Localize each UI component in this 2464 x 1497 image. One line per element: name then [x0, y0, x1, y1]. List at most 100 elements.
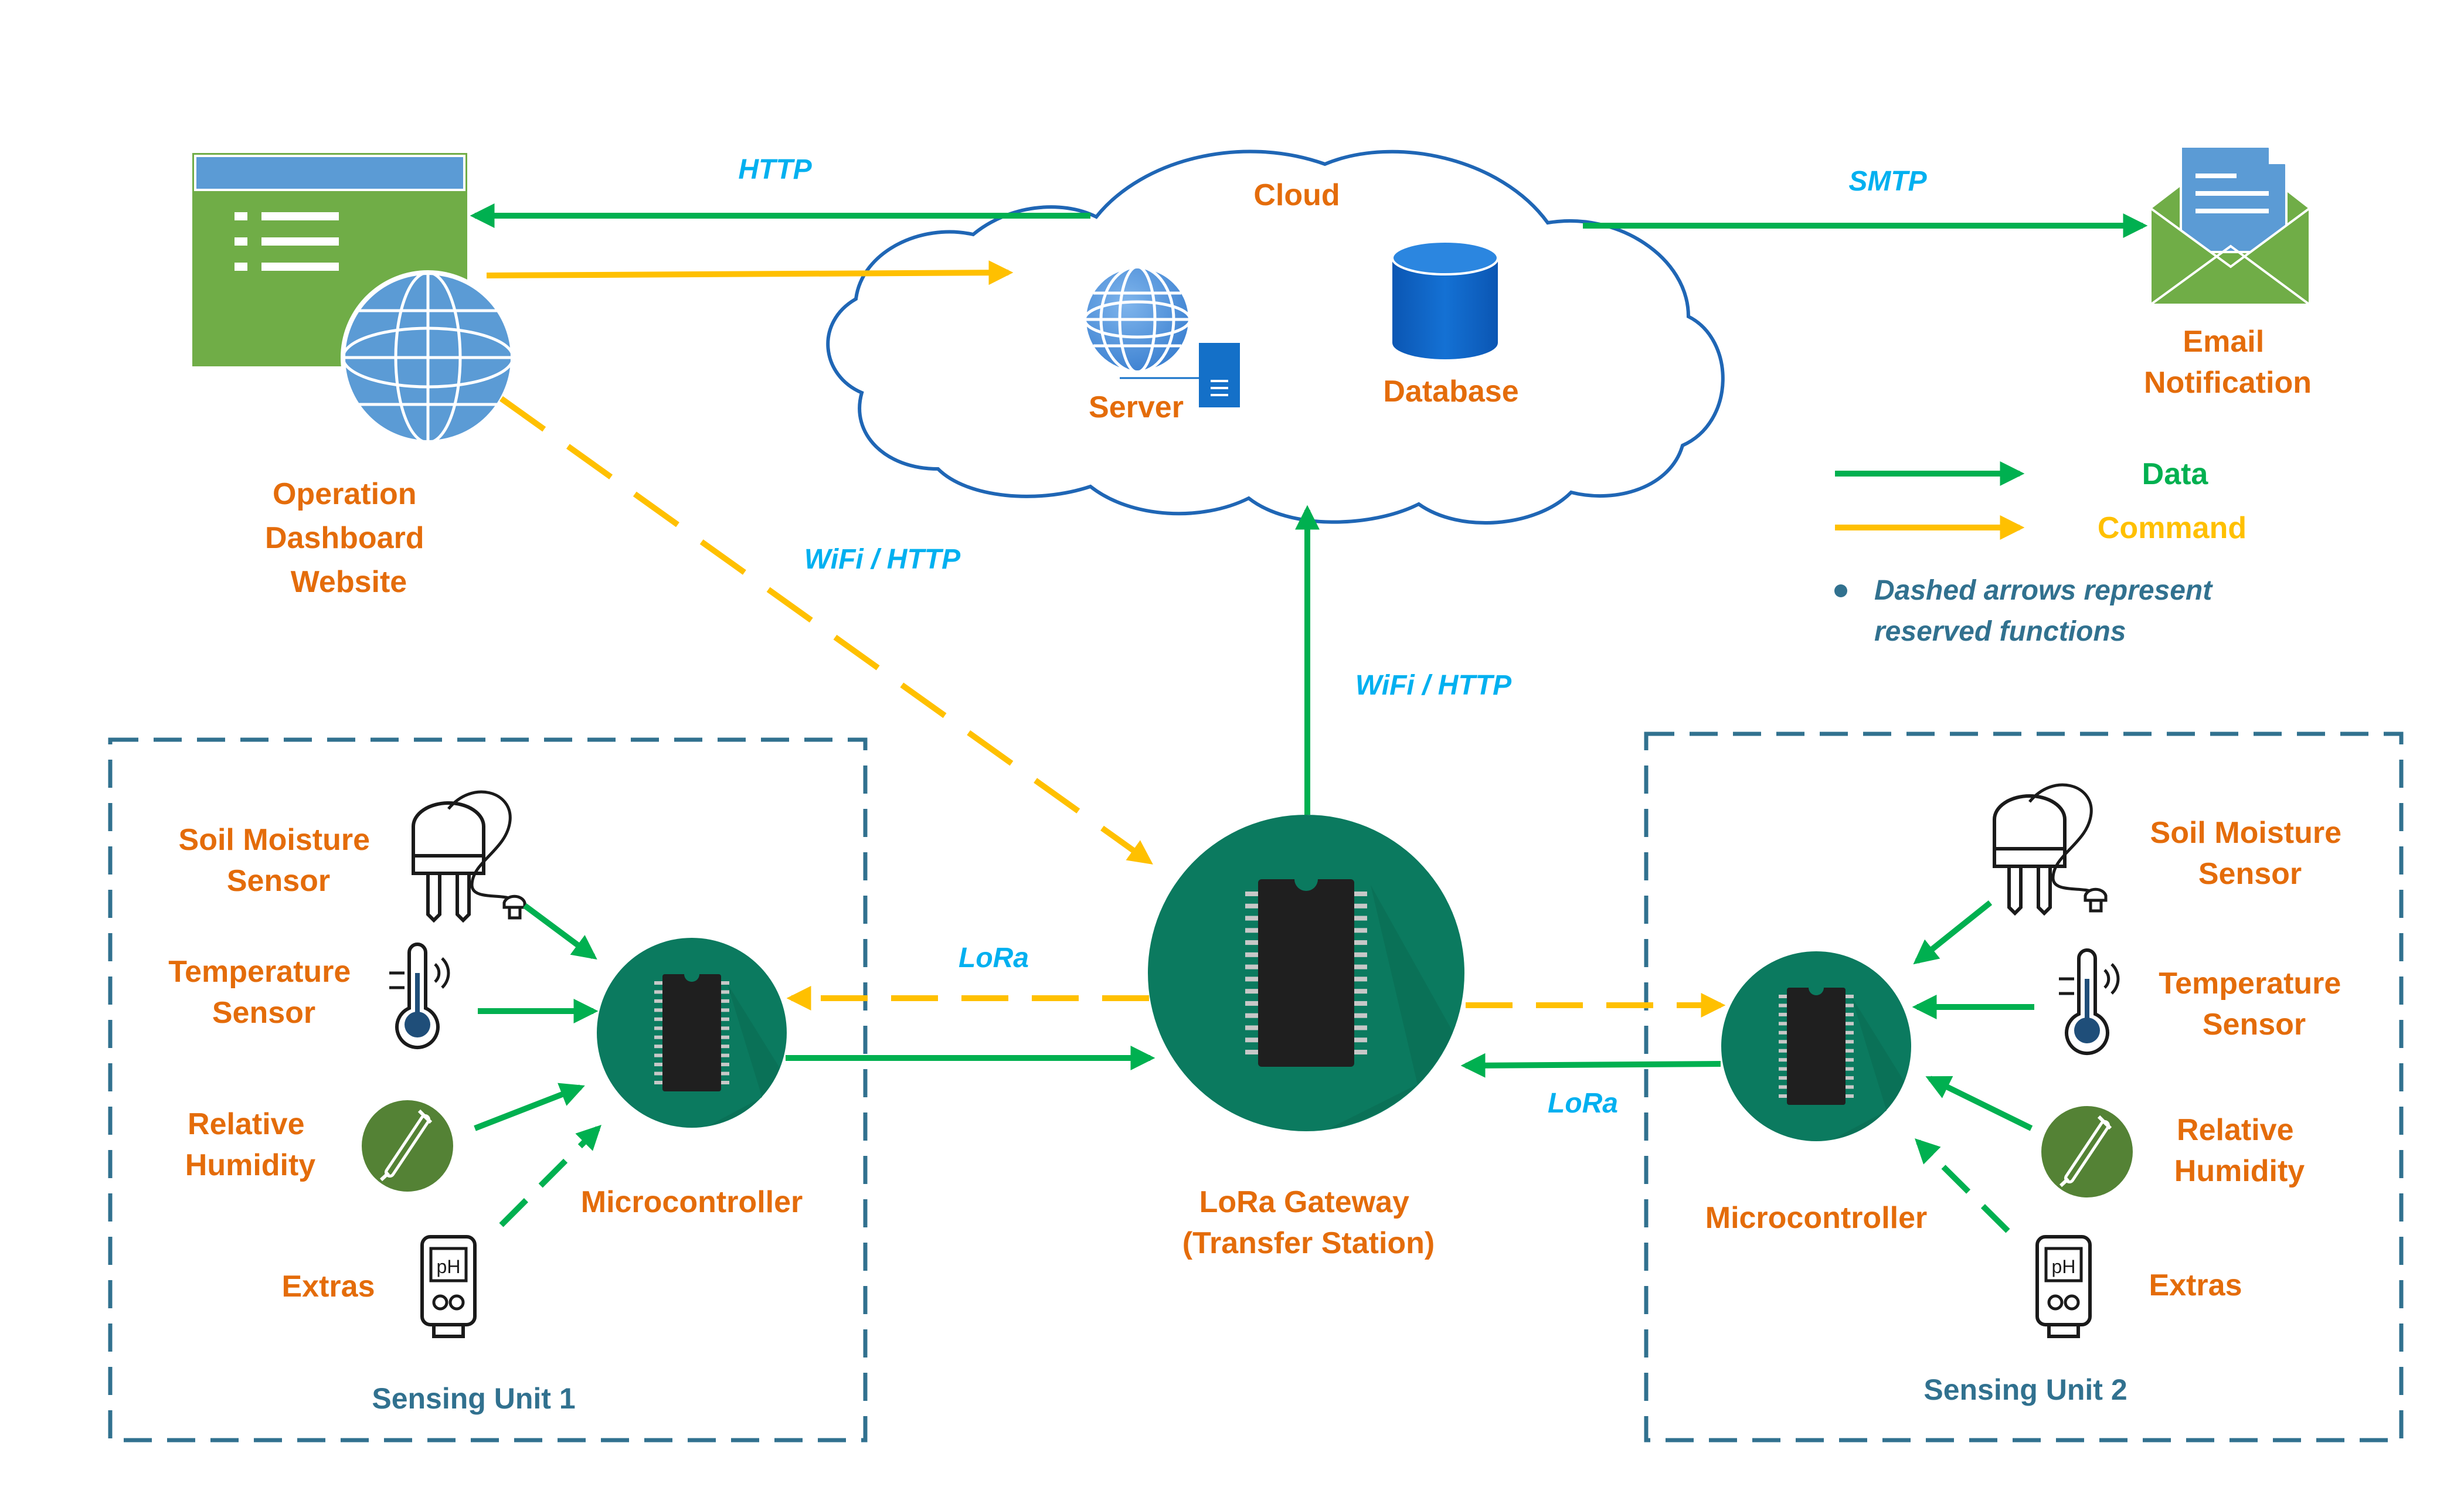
chip-pin — [1245, 928, 1258, 933]
chip-pin — [1245, 903, 1258, 909]
chip-pin — [654, 990, 662, 994]
unit1-microcontroller-chip-icon — [597, 938, 787, 1128]
sensing-unit-1-frame — [108, 737, 868, 1442]
chip-pin — [1354, 952, 1367, 957]
chip-pin — [721, 981, 729, 985]
chip-pin — [1245, 892, 1258, 896]
unit1-humidity-sensor-icon — [362, 1100, 453, 1192]
chip-pin — [1846, 1094, 1854, 1098]
unit1-soil-moisture-sensor-icon — [412, 790, 526, 923]
chip-pin — [1245, 916, 1258, 921]
unit2-soil-arrow — [1913, 900, 1993, 965]
chip-pin — [1846, 1049, 1854, 1053]
chip-pin — [1846, 995, 1854, 998]
chip-pin — [1354, 989, 1367, 994]
dashboard-gateway-command-arrow — [499, 396, 1153, 865]
chip-pin — [1846, 1040, 1854, 1044]
unit1-thermometer-icon — [389, 943, 450, 1049]
chip-pin — [654, 1081, 662, 1084]
legend-note: Dashed arrows represent reserved functio… — [1874, 575, 2220, 647]
chip-pin — [1779, 1049, 1787, 1053]
chip-pin — [1245, 1013, 1258, 1018]
chip-pin — [1846, 1030, 1854, 1035]
smtp-label: SMTP — [1848, 166, 1927, 197]
unit2-soil-moisture-sensor-icon — [1993, 783, 2108, 916]
chip-pin — [1354, 1050, 1367, 1054]
cloud — [826, 149, 1725, 525]
unit1-extras-label: Extras — [282, 1270, 375, 1304]
chip-pin — [1779, 1012, 1787, 1016]
email-envelope-icon — [2149, 145, 2311, 306]
chip-pin — [1354, 1001, 1367, 1006]
unit2-extras-label: Extras — [2149, 1268, 2242, 1302]
legend: Data Command Dashed arrows represent res… — [1834, 457, 2247, 647]
legend-bullet — [1834, 584, 1847, 597]
unit2-thermometer-icon — [2059, 948, 2120, 1055]
chip-pin — [1779, 1003, 1787, 1008]
unit2-microcontroller-label: Microcontroller — [1705, 1201, 1928, 1235]
chip-pin — [721, 1035, 729, 1039]
chip-pin — [1245, 1001, 1258, 1006]
chip-pin — [1354, 1025, 1367, 1030]
chip-pin — [1354, 892, 1367, 896]
unit1-humidity-label: Relative Humidity — [185, 1107, 316, 1182]
chip-pin — [654, 1071, 662, 1076]
database-label: Database — [1383, 375, 1518, 409]
chip-pin — [1245, 952, 1258, 957]
server-tower-icon — [1120, 343, 1240, 407]
chip-pin — [654, 1053, 662, 1057]
chip-pin — [1245, 964, 1258, 969]
wifi-http-gateway-label: WiFi / HTTP — [1355, 670, 1512, 701]
unit1-ph-meter-icon: pH — [420, 1235, 477, 1338]
chip-pin — [1779, 1094, 1787, 1098]
chip-pin — [654, 999, 662, 1003]
unit2-humidity-label: Relative Humidity — [2174, 1113, 2305, 1188]
unit2-ph-text: pH — [2052, 1256, 2076, 1277]
unit2-gateway-data-arrow — [1460, 1053, 1721, 1078]
sensing-unit-2-frame — [1644, 732, 2404, 1442]
chip-pin — [1779, 1040, 1787, 1044]
chip-pin — [654, 1045, 662, 1049]
chip-pin — [1779, 1067, 1787, 1071]
chip-pin — [1779, 1030, 1787, 1035]
gateway-label: LoRa Gateway (Transfer Station) — [1182, 1185, 1435, 1260]
chip-pin — [654, 1035, 662, 1039]
chip-pin — [654, 981, 662, 985]
chip-pin — [1846, 1076, 1854, 1080]
chip-pin — [1779, 1058, 1787, 1062]
chip-pin — [1354, 1013, 1367, 1018]
unit2-extras-arrow — [1915, 1138, 2010, 1233]
http-command-arrow — [486, 260, 1014, 285]
unit1-title: Sensing Unit 1 — [372, 1382, 575, 1415]
chip-pin — [1245, 989, 1258, 994]
chip-pin — [721, 999, 729, 1003]
chip-pin — [1354, 977, 1367, 982]
lora-gateway-chip-icon — [1148, 815, 1464, 1131]
wifi-http-dashboard-label: WiFi / HTTP — [804, 544, 961, 575]
legend-command-label: Command — [2098, 511, 2247, 545]
chip-pin — [1245, 977, 1258, 982]
unit2-microcontroller-chip-icon — [1721, 951, 1911, 1141]
unit1-humidity-arrow — [474, 1083, 585, 1131]
unit2-ph-meter-icon: pH — [2035, 1235, 2092, 1338]
chip-pin — [1779, 995, 1787, 998]
chip-pin — [1846, 1012, 1854, 1016]
unit2-humidity-arrow — [1925, 1076, 2033, 1131]
server-label: Server — [1089, 390, 1184, 424]
chip-pin — [1846, 1067, 1854, 1071]
chip-pin — [1846, 1022, 1854, 1026]
chip-pin — [1354, 964, 1367, 969]
unit1-soil-arrow — [523, 903, 597, 960]
database-icon — [1391, 240, 1499, 359]
chip-pin — [1846, 1003, 1854, 1008]
chip-pin — [721, 1017, 729, 1021]
chip-pin — [654, 1063, 662, 1067]
dashboard-globe-icon — [341, 270, 515, 445]
chip-pin — [721, 1053, 729, 1057]
chip-pin — [1245, 940, 1258, 945]
chip-pin — [1245, 1025, 1258, 1030]
unit2-soil-label: Soil Moisture Sensor — [2150, 816, 2350, 891]
legend-data-label: Data — [2142, 457, 2209, 491]
lora-unit2-label: LoRa — [1548, 1088, 1618, 1119]
unit1-temp-label: Temperature Sensor — [168, 955, 359, 1030]
